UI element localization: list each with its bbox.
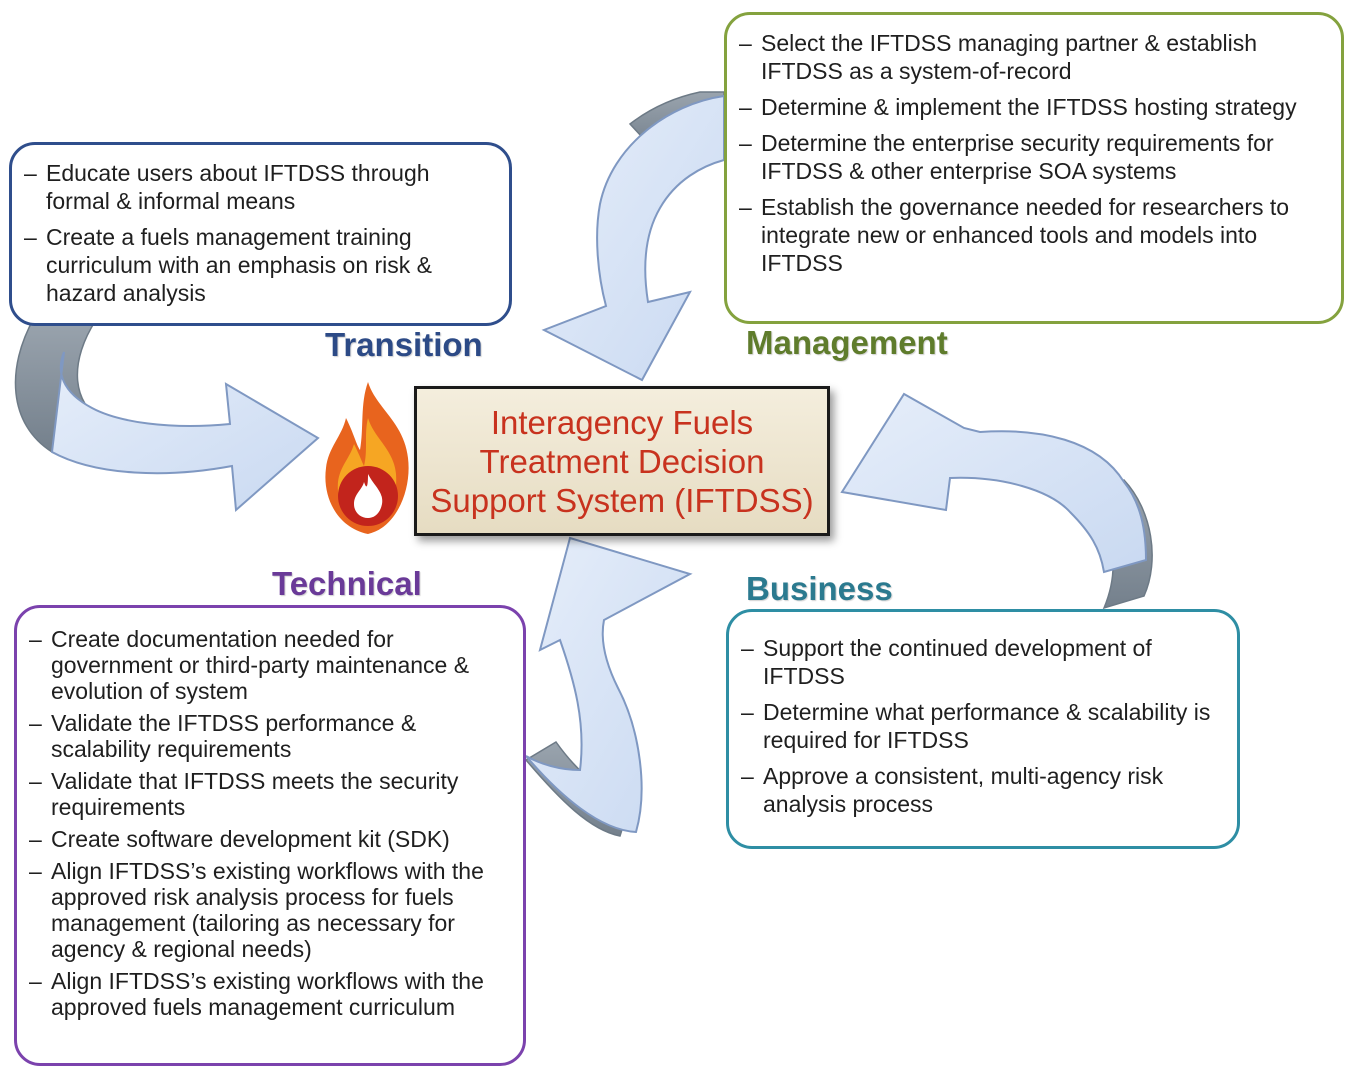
technical-item: Align IFTDSS’s existing workflows with t… bbox=[29, 858, 505, 962]
transition-item: Educate users about IFTDSS through forma… bbox=[24, 159, 491, 215]
business-arrow bbox=[840, 392, 1153, 610]
technical-arrow bbox=[524, 536, 693, 837]
technical-list: Create documentation needed for governme… bbox=[29, 626, 505, 1020]
business-label: Business bbox=[746, 570, 893, 607]
technical-item: Validate that IFTDSS meets the security … bbox=[29, 768, 505, 820]
management-item: Determine the enterprise security requir… bbox=[739, 129, 1323, 185]
management-box: Select the IFTDSS managing partner & est… bbox=[724, 12, 1344, 324]
business-box: Support the continued development of IFT… bbox=[726, 609, 1240, 849]
technical-item: Create documentation needed for governme… bbox=[29, 626, 505, 704]
technical-item: Validate the IFTDSS performance & scalab… bbox=[29, 710, 505, 762]
management-item: Establish the governance needed for rese… bbox=[739, 193, 1323, 277]
technical-box: Create documentation needed for governme… bbox=[14, 605, 526, 1066]
center-title-line-2: Treatment Decision bbox=[479, 442, 765, 480]
management-item: Select the IFTDSS managing partner & est… bbox=[739, 29, 1323, 85]
transition-label: Transition bbox=[325, 326, 483, 363]
transition-list: Educate users about IFTDSS through forma… bbox=[24, 159, 491, 307]
management-list: Select the IFTDSS managing partner & est… bbox=[739, 29, 1323, 277]
transition-box: Educate users about IFTDSS through forma… bbox=[9, 142, 512, 326]
center-title-line-3: Support System (IFTDSS) bbox=[430, 481, 814, 519]
business-list: Support the continued development of IFT… bbox=[741, 634, 1219, 818]
technical-item: Align IFTDSS’s existing workflows with t… bbox=[29, 968, 505, 1020]
business-item: Determine what performance & scalability… bbox=[741, 698, 1219, 754]
technical-item: Create software development kit (SDK) bbox=[29, 826, 505, 852]
center-title-box: Interagency Fuels Treatment Decision Sup… bbox=[414, 386, 830, 536]
transition-arrow bbox=[14, 317, 320, 513]
fire-icon bbox=[325, 382, 409, 534]
center-title-line-1: Interagency Fuels bbox=[490, 403, 754, 441]
technical-label: Technical bbox=[272, 565, 422, 602]
business-item: Support the continued development of IFT… bbox=[741, 634, 1219, 690]
management-label: Management bbox=[746, 324, 948, 361]
business-item: Approve a consistent, multi-agency risk … bbox=[741, 762, 1219, 818]
management-item: Determine & implement the IFTDSS hosting… bbox=[739, 93, 1323, 121]
management-arrow bbox=[541, 91, 725, 382]
transition-item: Create a fuels management training curri… bbox=[24, 223, 491, 307]
